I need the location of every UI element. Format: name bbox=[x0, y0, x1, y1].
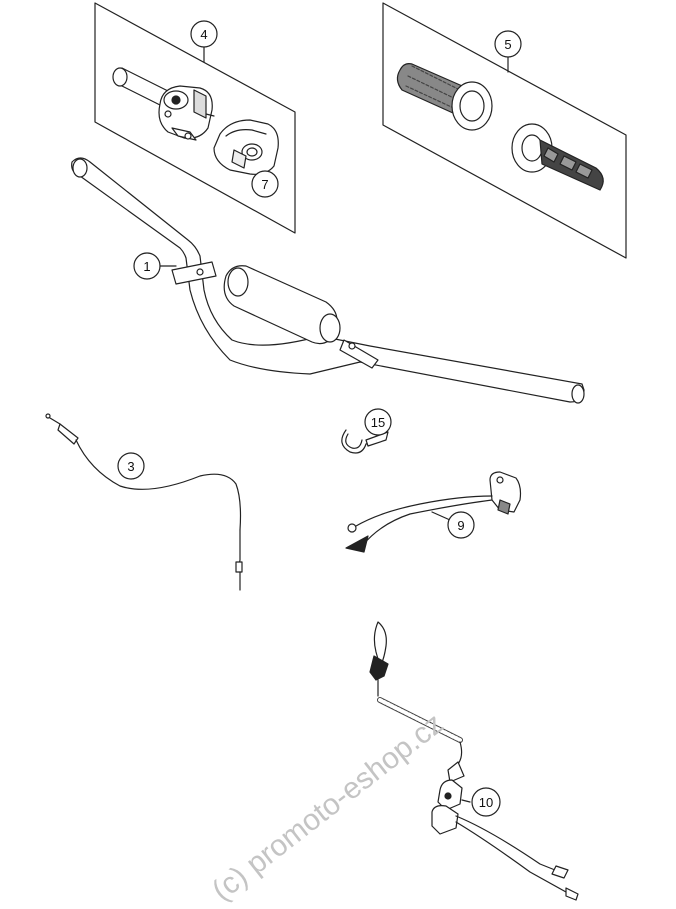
callout-7-label: 7 bbox=[261, 177, 268, 192]
callout-3: 3 bbox=[117, 452, 145, 480]
grip-right bbox=[511, 123, 604, 191]
callout-1: 1 bbox=[133, 252, 161, 280]
throttle-cover bbox=[213, 119, 279, 175]
callout-3-label: 3 bbox=[127, 459, 134, 474]
callout-10: 10 bbox=[471, 787, 501, 817]
callout-4-label: 4 bbox=[200, 27, 207, 42]
callout-15: 15 bbox=[364, 408, 392, 436]
handlebar bbox=[71, 157, 585, 404]
callout-10-label: 10 bbox=[479, 795, 493, 810]
callout-5: 5 bbox=[494, 30, 522, 58]
callout-9: 9 bbox=[447, 511, 475, 539]
callout-15-label: 15 bbox=[371, 415, 385, 430]
group-box-5 bbox=[382, 2, 627, 259]
grip-left bbox=[396, 63, 493, 131]
callout-5-label: 5 bbox=[504, 37, 511, 52]
throttle-housing bbox=[158, 85, 215, 141]
callout-1-label: 1 bbox=[143, 259, 150, 274]
callout-9-label: 9 bbox=[457, 518, 464, 533]
leader-10 bbox=[461, 799, 471, 803]
tether-kill-switch bbox=[369, 621, 579, 901]
watermark: (c) promoto-eshop.cz bbox=[206, 707, 450, 908]
kill-switch bbox=[345, 471, 522, 553]
callout-4: 4 bbox=[190, 20, 218, 48]
callout-7: 7 bbox=[251, 170, 279, 198]
throttle-cable bbox=[45, 413, 243, 591]
leader-9 bbox=[431, 511, 451, 521]
